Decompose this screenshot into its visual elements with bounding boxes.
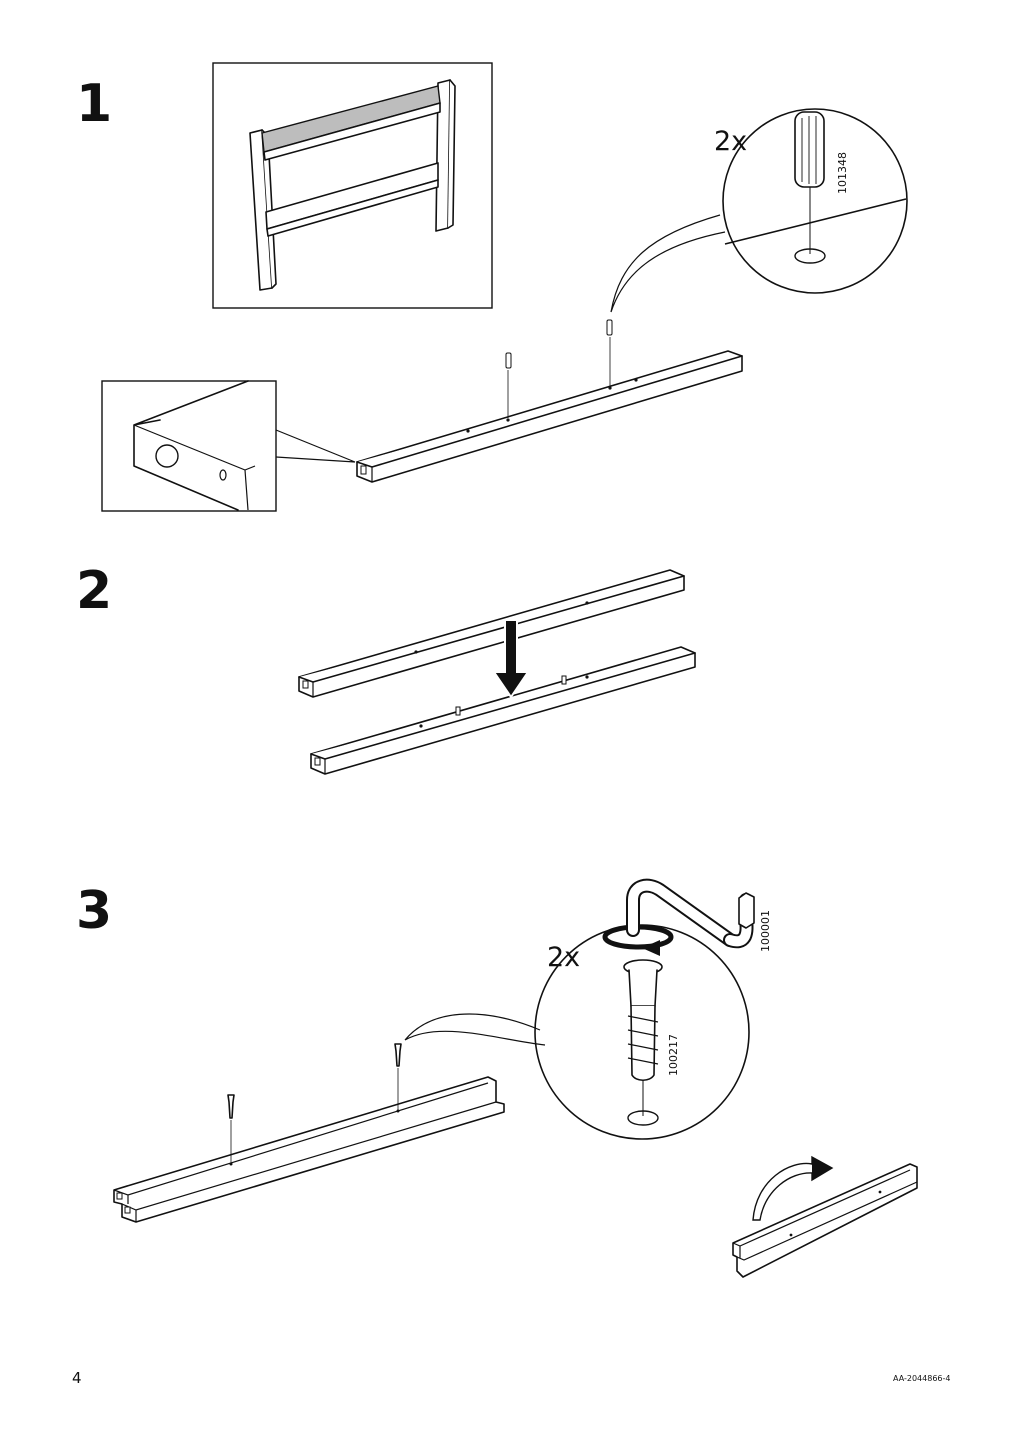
screw-part-number: 100217 <box>667 1034 680 1076</box>
step-3-number: 3 <box>76 881 113 941</box>
step-3-quantity: 2x <box>547 942 581 973</box>
allen-key-part-number: 100001 <box>759 910 772 952</box>
side-rail-step1 <box>356 319 743 483</box>
flip-rail <box>732 1155 918 1278</box>
document-id: AA-2044866-4 <box>893 1374 951 1383</box>
step-1-number: 1 <box>76 74 113 134</box>
end-detail-inset <box>101 380 356 512</box>
dowel-callout <box>610 108 908 313</box>
step-1-quantity: 2x <box>714 126 748 157</box>
rails-step2 <box>298 569 696 775</box>
step-2-number: 2 <box>76 561 113 621</box>
rail-step3 <box>113 1043 505 1223</box>
allen-key <box>626 878 755 949</box>
headboard-inset <box>212 62 493 309</box>
dowel-part-number: 101348 <box>836 152 849 194</box>
page-number: 4 <box>72 1369 82 1387</box>
